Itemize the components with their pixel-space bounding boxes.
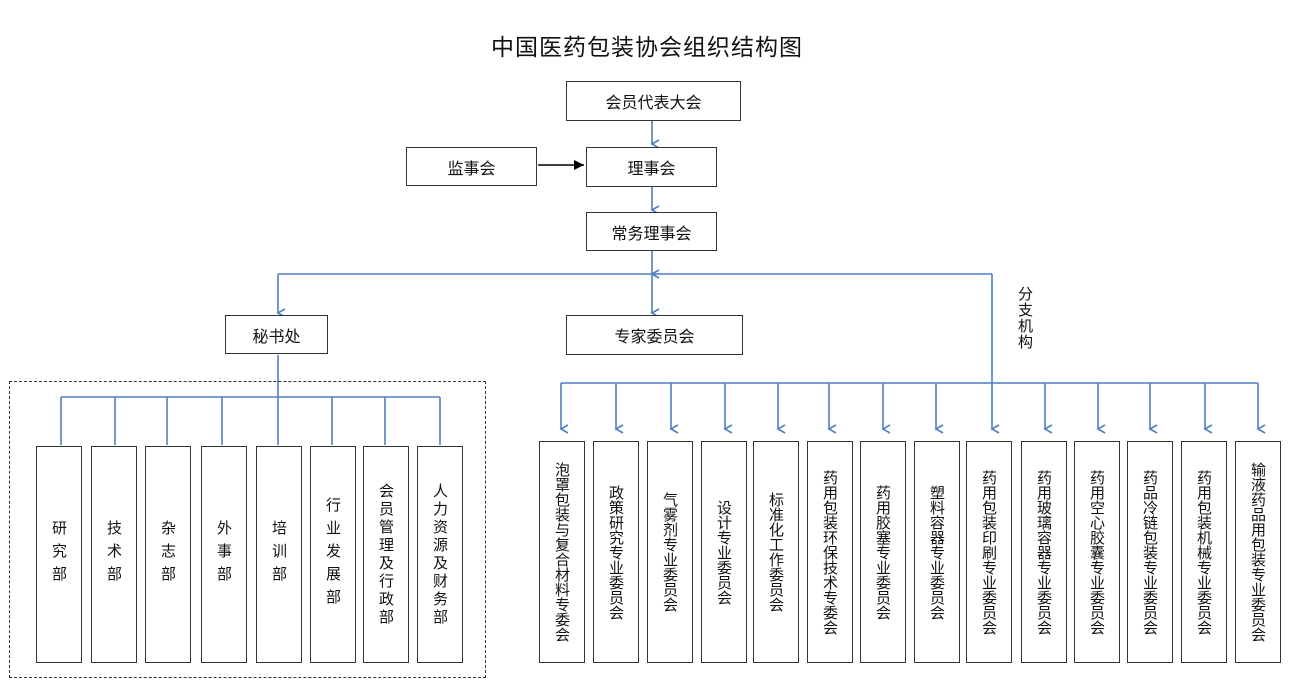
- committee-box: 泡罩包装与复合材料专委会: [539, 441, 585, 663]
- department-label: 外事部: [215, 520, 233, 589]
- department-box: 培训部: [256, 446, 302, 663]
- committee-box: 药用包装环保技术专委会: [807, 441, 853, 663]
- committee-box: 政策研究专业委员会: [593, 441, 639, 663]
- committee-label: 药用包装环保技术专委会: [821, 469, 839, 635]
- committee-box: 塑料容器专业委员会: [914, 441, 960, 663]
- committee-box: 输液药品用包装专业委员会: [1235, 441, 1281, 663]
- committee-box: 药品冷链包装专业委员会: [1127, 441, 1173, 663]
- committee-box: 标准化工作委员会: [753, 441, 799, 663]
- department-box: 研究部: [36, 446, 82, 663]
- department-label: 培训部: [270, 520, 288, 589]
- chart-title: 中国医药包装协会组织结构图: [491, 35, 803, 61]
- committee-label: 药用包装印刷专业委员会: [980, 469, 998, 635]
- department-box: 外事部: [201, 446, 247, 663]
- committee-label: 塑料容器专业委员会: [928, 484, 946, 620]
- committee-label: 药品冷链包装专业委员会: [1141, 469, 1159, 635]
- department-label: 会员管理及行政部: [377, 482, 395, 627]
- department-label: 技术部: [105, 520, 123, 589]
- department-box: 会员管理及行政部: [363, 446, 409, 663]
- committee-label: 药用玻璃容器专业委员会: [1035, 469, 1053, 635]
- node-expert-committee: 专家委员会: [566, 315, 743, 355]
- committee-box: 药用包装印刷专业委员会: [966, 441, 1012, 663]
- committee-box: 药用包装机械专业委员会: [1181, 441, 1227, 663]
- node-congress: 会员代表大会: [566, 81, 741, 121]
- committee-label: 药用空心胶囊专业委员会: [1088, 469, 1106, 635]
- committee-box: 药用玻璃容器专业委员会: [1021, 441, 1067, 663]
- committee-box: 药用空心胶囊专业委员会: [1074, 441, 1120, 663]
- branch-label: 分支机构: [1016, 286, 1034, 350]
- department-box: 杂志部: [145, 446, 191, 663]
- department-label: 行业发展部: [324, 497, 342, 612]
- committee-label: 气雾剂专业委员会: [661, 492, 679, 612]
- committee-box: 气雾剂专业委员会: [647, 441, 693, 663]
- node-secretariat: 秘书处: [225, 315, 328, 354]
- department-label: 杂志部: [159, 520, 177, 589]
- committee-box: 药用胶塞专业委员会: [860, 441, 906, 663]
- committee-label: 标准化工作委员会: [767, 492, 785, 612]
- department-label: 人力资源及财务部: [431, 482, 449, 627]
- committee-label: 政策研究专业委员会: [607, 484, 625, 620]
- node-supervisors: 监事会: [406, 147, 537, 186]
- committee-label: 药用胶塞专业委员会: [874, 484, 892, 620]
- committee-label: 输液药品用包装专业委员会: [1249, 462, 1267, 642]
- committee-box: 设计专业委员会: [701, 441, 747, 663]
- departments-group: [9, 381, 486, 678]
- department-label: 研究部: [50, 520, 68, 589]
- department-box: 行业发展部: [310, 446, 356, 663]
- node-council: 理事会: [586, 147, 717, 187]
- department-box: 人力资源及财务部: [417, 446, 463, 663]
- committee-label: 药用包装机械专业委员会: [1195, 469, 1213, 635]
- department-box: 技术部: [91, 446, 137, 663]
- node-standing-council: 常务理事会: [586, 212, 717, 251]
- committee-label: 设计专业委员会: [715, 499, 733, 605]
- committee-label: 泡罩包装与复合材料专委会: [553, 462, 571, 642]
